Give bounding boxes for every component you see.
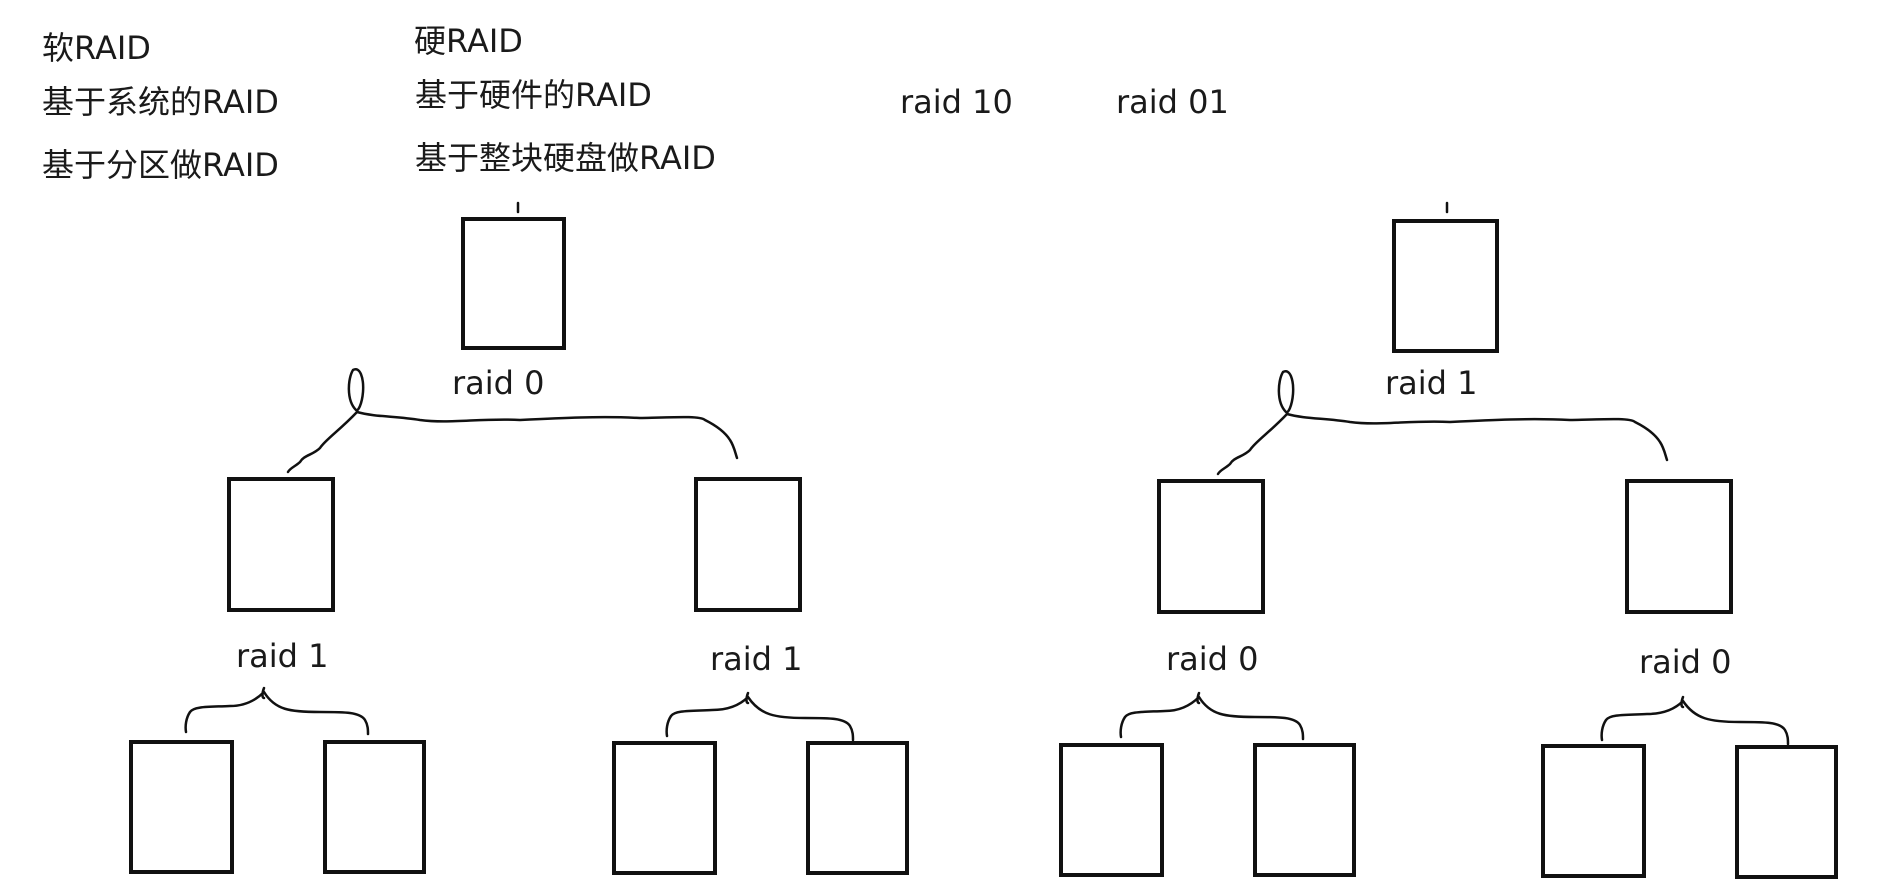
raid01-disk-4: [1735, 745, 1838, 879]
raid01-top-loop: [1277, 370, 1295, 414]
raid01-top-brace: [1216, 412, 1669, 476]
raid10-top-label: raid 0: [452, 367, 545, 395]
raid10-connectors: [184, 201, 855, 742]
raid01-top-disk: [1392, 219, 1499, 353]
raid10-disk-4: [806, 741, 909, 875]
raid10-left-mirror-label: raid 1: [236, 637, 329, 675]
raid01-title: raid 01: [1116, 83, 1229, 121]
raid01-right-stripe-label: raid 0: [1639, 643, 1732, 681]
raid10-left-brace: [184, 686, 370, 736]
raid10-title: raid 10: [900, 83, 1013, 121]
soft-raid-label: 软RAID: [42, 29, 151, 67]
raid10-disk-3: [612, 741, 717, 875]
raid01-connectors: [1119, 201, 1790, 746]
raid01-right-brace: [1600, 695, 1790, 746]
raid01-top-label: raid 1: [1385, 364, 1478, 402]
soft-partition-based-label: 基于分区做RAID: [42, 146, 279, 184]
raid10-top-loop: [347, 368, 365, 412]
raid01-left-brace: [1119, 691, 1305, 741]
raid10-disk-2: [323, 740, 426, 874]
hard-raid-label: 硬RAID: [414, 22, 523, 60]
raid10-right-brace: [665, 691, 855, 742]
raid01-disk-3: [1541, 744, 1646, 878]
raid10-right-mirror-disk: [694, 477, 802, 612]
hard-whole-disk-based-label: 基于整块硬盘做RAID: [415, 139, 716, 177]
hard-hardware-based-label: 基于硬件的RAID: [415, 76, 652, 114]
raid10-right-mirror-label: raid 1: [710, 640, 803, 678]
raid10-left-mirror-disk: [227, 477, 335, 612]
raid01-right-stripe-disk: [1625, 479, 1733, 614]
raid10-top-brace: [286, 410, 739, 474]
raid01-left-stripe-label: raid 0: [1166, 640, 1259, 678]
raid01-left-stripe-disk: [1157, 479, 1265, 614]
raid10-top-disk: [461, 217, 566, 350]
soft-system-based-label: 基于系统的RAID: [42, 83, 279, 121]
raid01-disk-2: [1253, 743, 1356, 877]
raid01-disk-1: [1059, 743, 1164, 877]
raid10-disk-1: [129, 740, 234, 874]
